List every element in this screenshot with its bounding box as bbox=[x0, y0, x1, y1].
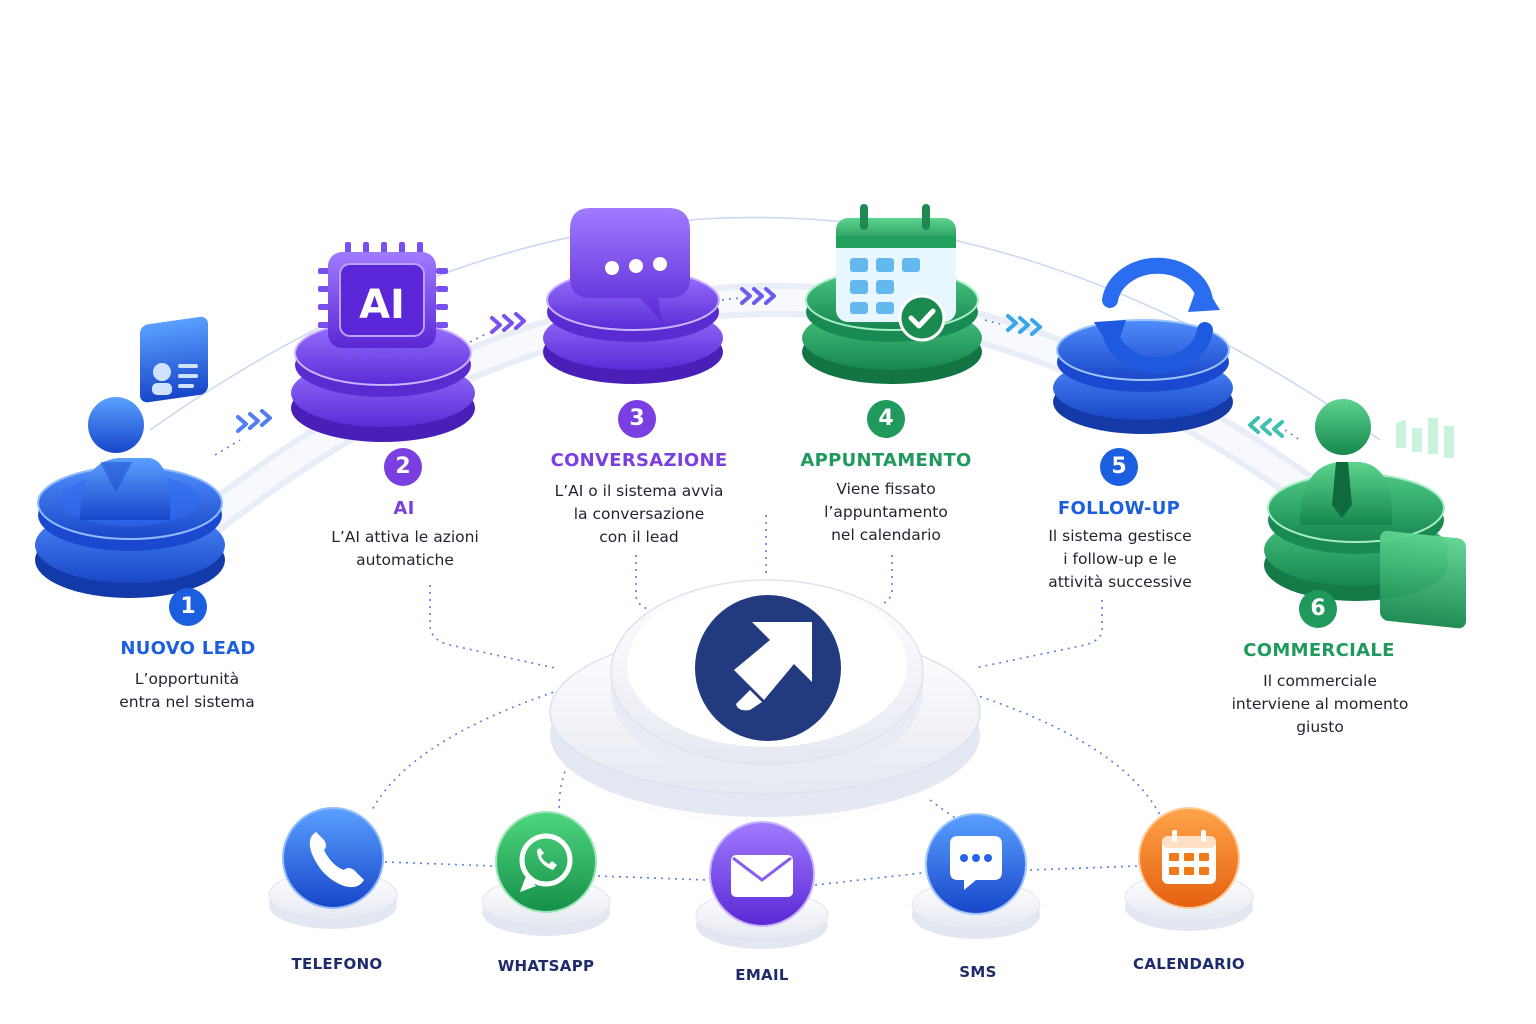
step-2-title: AI bbox=[393, 498, 415, 519]
channel-label-calendario: CALENDARIO bbox=[1133, 955, 1245, 973]
sms-bubble-icon bbox=[925, 813, 1027, 915]
step-6-title: COMMERCIALE bbox=[1243, 640, 1395, 661]
step-4-title: APPUNTAMENTO bbox=[800, 450, 972, 471]
svg-text:AI: AI bbox=[359, 282, 405, 328]
stage-5-pedestal bbox=[1053, 319, 1233, 434]
step-2-number: 2 bbox=[384, 448, 422, 486]
step-3-number: 3 bbox=[618, 400, 656, 438]
step-1-title: NUOVO LEAD bbox=[120, 638, 256, 659]
channel-label-telefono: TELEFONO bbox=[291, 955, 383, 973]
step-1-number: 1 bbox=[169, 588, 207, 626]
user-id-card-icon bbox=[80, 316, 208, 520]
phone-icon bbox=[282, 807, 384, 909]
ai-chip-icon: AI bbox=[318, 242, 448, 358]
chat-bubble-icon bbox=[570, 208, 690, 322]
step-3-title: CONVERSAZIONE bbox=[550, 450, 728, 471]
brand-arrow-logo bbox=[695, 595, 841, 741]
calendar-icon bbox=[1138, 807, 1240, 909]
envelope-icon bbox=[709, 821, 815, 927]
salesperson-chart-icon bbox=[1300, 398, 1466, 629]
channel-label-sms: SMS bbox=[959, 963, 997, 981]
step-4-number: 4 bbox=[867, 400, 905, 438]
step-6-number: 6 bbox=[1299, 590, 1337, 628]
channel-label-whatsapp: WHATSAPP bbox=[497, 957, 595, 975]
sync-arrows-icon bbox=[1094, 257, 1220, 374]
step-5-title: FOLLOW-UP bbox=[1057, 498, 1181, 519]
channel-label-email: EMAIL bbox=[735, 966, 789, 984]
calendar-check-icon bbox=[836, 204, 956, 342]
whatsapp-icon bbox=[495, 811, 597, 913]
step-5-number: 5 bbox=[1100, 448, 1138, 486]
